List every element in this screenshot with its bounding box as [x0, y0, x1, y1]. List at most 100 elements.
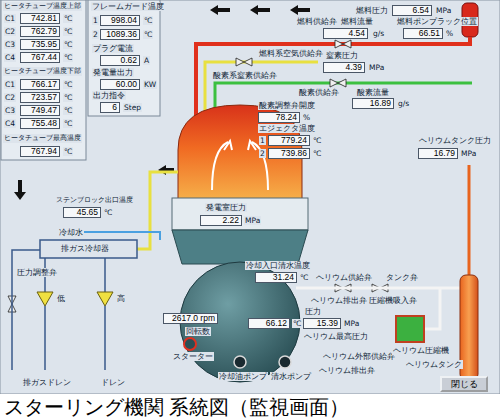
value-text: 60.00	[116, 80, 137, 89]
screen-ground	[0, 0, 500, 394]
screen-label: ℃	[143, 16, 153, 25]
exhaust-pipe	[137, 172, 178, 249]
screen-label: ℃	[63, 119, 73, 128]
screen-label: 燃料流量	[340, 17, 374, 26]
value-text: 779.24	[281, 136, 307, 145]
screen-label: ドレン	[100, 378, 126, 387]
starter-symbol	[184, 338, 196, 350]
screen-label: ヘリウムタンク	[405, 360, 463, 369]
value-display: 1089.36	[100, 29, 140, 40]
screen-label: %	[445, 29, 454, 38]
screen-label: ℃	[63, 40, 73, 49]
value-display: 998.04	[100, 15, 140, 26]
screen-label: エジェクタ温度	[258, 124, 316, 133]
figure-caption: スターリング機関 系統図（監視画面）	[4, 396, 349, 418]
screen-label: A	[143, 56, 150, 65]
screen-label: 冷却油ポンプ	[218, 372, 268, 381]
screen-label: 清水ポンプ	[270, 372, 312, 381]
screen-label: ヒータチューブ温度下部	[3, 67, 82, 76]
screen-label: C2	[4, 93, 16, 102]
screen-label: ℃	[312, 136, 322, 145]
oxygen-pipe	[215, 83, 472, 109]
value-display: 66.12	[248, 318, 290, 329]
value-display: 15.39	[303, 318, 341, 329]
value-display: 767.94	[20, 146, 60, 157]
flow-arrow	[290, 5, 310, 15]
screen-label: 圧縮機吸入弁	[368, 296, 418, 305]
pressure-switch	[37, 292, 53, 306]
close-button: 閉じる	[440, 376, 488, 392]
value-display: 723.57	[20, 92, 60, 103]
value-text: 1089.36	[106, 30, 137, 39]
screen-label: MPa	[435, 6, 452, 15]
value-display: 735.95	[20, 39, 60, 50]
screen-label: ℃	[63, 147, 73, 156]
screen-label: KW	[143, 80, 157, 89]
screen-label: 酸素流量	[356, 88, 390, 97]
screen-label: MPa	[368, 63, 385, 72]
value-display: 749.47	[20, 105, 60, 116]
value-text: 0.62	[120, 56, 137, 65]
screen-label: 酸素供給弁	[298, 88, 340, 97]
screen-label: ヒータチューブ最高温度	[3, 134, 82, 143]
heater-panel	[1, 0, 86, 160]
screen-label: ℃	[63, 93, 73, 102]
screen-label: 圧力	[304, 307, 322, 316]
value-text: 6.54	[412, 6, 429, 15]
engine-body	[172, 230, 308, 264]
value-text: 762.79	[31, 27, 57, 36]
heater-tube	[248, 141, 256, 150]
screen-label: ヒータチューブ温度上部	[3, 2, 82, 11]
valve-symbols	[8, 40, 388, 312]
value-text: 767.44	[31, 53, 57, 62]
screen-label: 冷却入口清水温度	[245, 261, 311, 270]
helium-compressor	[396, 316, 424, 342]
value-text: 31.24	[273, 273, 294, 282]
caption-ground	[0, 394, 500, 420]
value-display: 60.00	[100, 79, 140, 90]
exhaust-cooler	[40, 240, 137, 258]
value-text: 755.48	[31, 119, 57, 128]
screen-label: ヘリウム供給弁	[315, 273, 373, 282]
screen-label: 酸素系窒素供給弁	[212, 71, 278, 80]
screen-label: ヘリウム外部供給弁	[322, 352, 396, 361]
screen-label: 2	[259, 149, 266, 158]
value-text: 2617.0 rpm	[172, 314, 215, 323]
screen-label: 圧力調整弁	[16, 268, 58, 277]
screen-label: ℃	[63, 80, 73, 89]
value-display: 2.22	[200, 215, 242, 226]
screen-label: ヘリウム最高圧力	[303, 332, 369, 341]
screen-label: ℃	[312, 149, 322, 158]
value-text: 2.22	[222, 216, 239, 225]
value-text: 閉じる	[451, 378, 478, 390]
screen-label: ℃	[299, 273, 309, 282]
screen-label: 高	[116, 294, 126, 303]
screen-label: MPa	[244, 216, 261, 225]
screen-label: 出力指令	[92, 91, 126, 100]
screen-label: ℃	[143, 30, 153, 39]
pump-symbol	[279, 356, 291, 368]
helium-pipe	[424, 288, 440, 329]
screen-label: 燃料圧力	[355, 6, 389, 15]
screen-label: MPa	[343, 319, 360, 328]
valve-symbol	[335, 40, 351, 48]
screen-label: C4	[4, 119, 16, 128]
screen-label: C2	[4, 27, 16, 36]
screen-label: 窒素圧力	[325, 51, 359, 60]
flame-panel	[88, 0, 160, 116]
value-text: 66.12	[266, 319, 287, 328]
value-text: 749.47	[31, 106, 57, 115]
screen-label: C1	[4, 14, 16, 23]
value-display: 16.79	[418, 148, 458, 159]
value-text: 78.24	[276, 113, 297, 122]
value-text: 16.79	[434, 149, 455, 158]
value-display: 0.62	[100, 55, 140, 66]
screen-label: 冷却水	[58, 228, 84, 237]
value-display: 6	[100, 102, 120, 113]
value-text: 4.54	[348, 29, 365, 38]
screen-label: ℃	[63, 27, 73, 36]
value-display: 4.39	[323, 62, 365, 73]
screen-label: 燃料系空気供給弁	[258, 49, 324, 58]
value-text: 16.89	[370, 99, 391, 108]
screen-label: Step	[123, 103, 142, 112]
